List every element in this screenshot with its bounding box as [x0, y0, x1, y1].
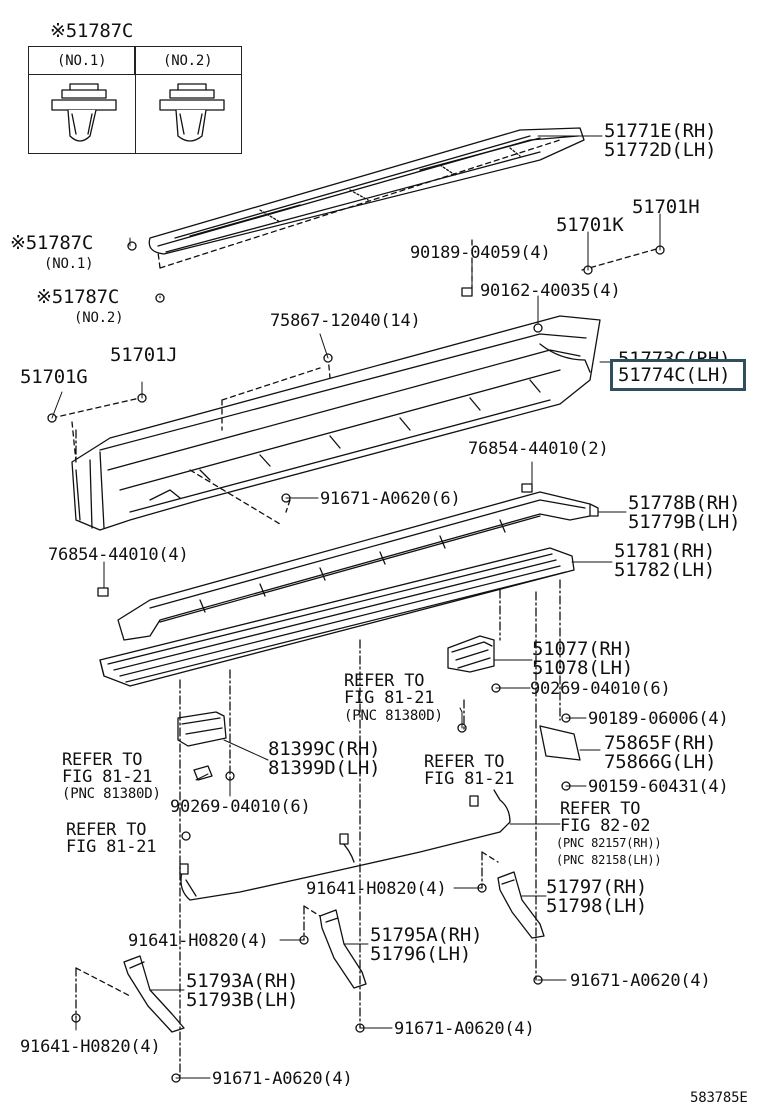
- part-51701j-label[interactable]: 51701J: [110, 344, 178, 366]
- bracket-a-label-lh[interactable]: 51793B(LH): [186, 989, 299, 1011]
- step-bracket-drawing: [117, 491, 599, 641]
- wire-harness-drawing: [179, 789, 511, 901]
- clip-col-no1: (NO.1): [57, 53, 107, 69]
- refer-81-21-b-line1[interactable]: REFER TO: [62, 750, 143, 770]
- clip-table-header-no2: [135, 47, 241, 75]
- refer-82-02-line1[interactable]: REFER TO: [560, 799, 641, 819]
- refer-82-02-line4: (PNC 82158(LH)): [556, 853, 662, 867]
- part-91671-a0620-4-a-label[interactable]: 91671-A0620(4): [570, 971, 711, 991]
- refer-82-02-line3: (PNC 82157(RH)): [556, 836, 662, 850]
- part-90269-04010-6-a-label[interactable]: 90269-04010(6): [530, 679, 671, 699]
- clip-no2-sub: (NO.2): [74, 310, 124, 326]
- bracket-b-label-lh[interactable]: 51796(LH): [370, 943, 472, 965]
- bracket-b-drawing: [319, 909, 367, 989]
- refer-81-21-c-line2[interactable]: FIG 81-21: [424, 769, 515, 789]
- part-91671-a0620-4-b-label[interactable]: 91671-A0620(4): [394, 1019, 535, 1039]
- part-91641-h0820-a-label[interactable]: 91641-H0820(4): [306, 879, 447, 899]
- rocker-panel-label-lh[interactable]: 51774C(LH): [618, 364, 731, 386]
- cover-label-rh[interactable]: 75865F(RH): [604, 732, 717, 754]
- bracket-rear-label-rh[interactable]: 51077(RH): [532, 638, 634, 660]
- part-90189-06006-label[interactable]: 90189-06006(4): [588, 709, 729, 729]
- part-51701k-label[interactable]: 51701K: [556, 214, 624, 236]
- bracket-c-label-lh[interactable]: 51798(LH): [546, 895, 648, 917]
- part-90162-40035-label[interactable]: 90162-40035(4): [480, 281, 621, 301]
- refer-81-21-d-line2[interactable]: FIG 81-21: [66, 837, 157, 857]
- refer-81-21-b-line3: (PNC 81380D): [62, 786, 161, 802]
- refer-81-21-a-line2[interactable]: FIG 81-21: [344, 688, 435, 708]
- part-90159-60431-label[interactable]: 90159-60431(4): [588, 777, 729, 797]
- part-90269-04010-6-b-label[interactable]: 90269-04010(6): [170, 797, 311, 817]
- part-90189-04059-label[interactable]: 90189-04059(4): [410, 243, 551, 263]
- refer-81-21-b-line2[interactable]: FIG 81-21: [62, 767, 153, 787]
- refer-81-21-a-line3: (PNC 81380D): [344, 708, 443, 724]
- lamp-bracket-label-lh[interactable]: 81399D(LH): [268, 757, 381, 779]
- rocker-molding-top-drawing: [148, 127, 585, 255]
- bracket-a-label-rh[interactable]: 51793A(RH): [186, 970, 299, 992]
- bracket-rear-drawing: [447, 635, 495, 673]
- clip-table-header-no1: [29, 47, 135, 75]
- cover-label-lh[interactable]: 75866G(LH): [604, 751, 717, 773]
- step-bracket-label-rh[interactable]: 51778B(RH): [628, 492, 741, 514]
- clip-col-no2: (NO.2): [163, 53, 213, 69]
- clip-no2-illustration: [159, 83, 225, 142]
- bracket-b-label-rh[interactable]: 51795A(RH): [370, 924, 483, 946]
- figure-code: 583785E: [690, 1090, 748, 1106]
- rocker-panel-highlight: [610, 359, 746, 391]
- clip-table-divider: [135, 47, 136, 153]
- part-51701g-label[interactable]: 51701G: [20, 366, 88, 388]
- lamp-bracket-label-rh[interactable]: 81399C(RH): [268, 738, 381, 760]
- cover-drawing: [539, 725, 581, 761]
- part-91671-a0620-6-label[interactable]: 91671-A0620(6): [320, 489, 461, 509]
- part-91641-h0820-c-label[interactable]: 91641-H0820(4): [20, 1037, 161, 1057]
- bracket-rear-label-lh[interactable]: 51078(LH): [532, 657, 634, 679]
- clip-no1-label[interactable]: ※51787C: [10, 232, 94, 254]
- bracket-c-label-rh[interactable]: 51797(RH): [546, 876, 648, 898]
- clip-no2-label[interactable]: ※51787C: [36, 286, 120, 308]
- rocker-molding-top-label-rh[interactable]: 51771E(RH): [604, 120, 717, 142]
- part-91671-a0620-4-c-label[interactable]: 91671-A0620(4): [212, 1069, 353, 1089]
- step-bracket-label-lh[interactable]: 51779B(LH): [628, 511, 741, 533]
- center-lines: [75, 429, 561, 1077]
- refer-81-21-a-line1[interactable]: REFER TO: [344, 671, 425, 691]
- clip-no1-illustration: [51, 83, 117, 142]
- rocker-molding-top-label-lh[interactable]: 51772D(LH): [604, 139, 717, 161]
- part-91641-h0820-b-label[interactable]: 91641-H0820(4): [128, 931, 269, 951]
- part-51701h-label[interactable]: 51701H: [632, 196, 700, 218]
- bracket-a-drawing: [123, 955, 185, 1033]
- refer-82-02-line2[interactable]: FIG 82-02: [560, 816, 651, 836]
- lamp-bracket-drawing: [177, 711, 227, 781]
- rocker-panel-drawing: [71, 315, 601, 531]
- refer-81-21-d-line1[interactable]: REFER TO: [66, 820, 147, 840]
- clip-table: (NO.1) (NO.2): [28, 46, 242, 154]
- step-board-drawing: [99, 547, 575, 687]
- part-76854-44010-4-label[interactable]: 76854-44010(4): [48, 545, 189, 565]
- part-75867-12040-label[interactable]: 75867-12040(14): [270, 311, 421, 331]
- rocker-panel-label-rh[interactable]: 51773C(RH): [618, 350, 730, 360]
- step-board-label-rh[interactable]: 51781(RH): [614, 540, 716, 562]
- refer-81-21-c-line1[interactable]: REFER TO: [424, 752, 505, 772]
- clip-table-title: ※51787C: [50, 20, 134, 42]
- part-76854-44010-2-label[interactable]: 76854-44010(2): [468, 439, 609, 459]
- bracket-c-drawing: [497, 871, 545, 939]
- clip-no1-sub: (NO.1): [44, 256, 94, 272]
- step-board-label-lh[interactable]: 51782(LH): [614, 559, 716, 581]
